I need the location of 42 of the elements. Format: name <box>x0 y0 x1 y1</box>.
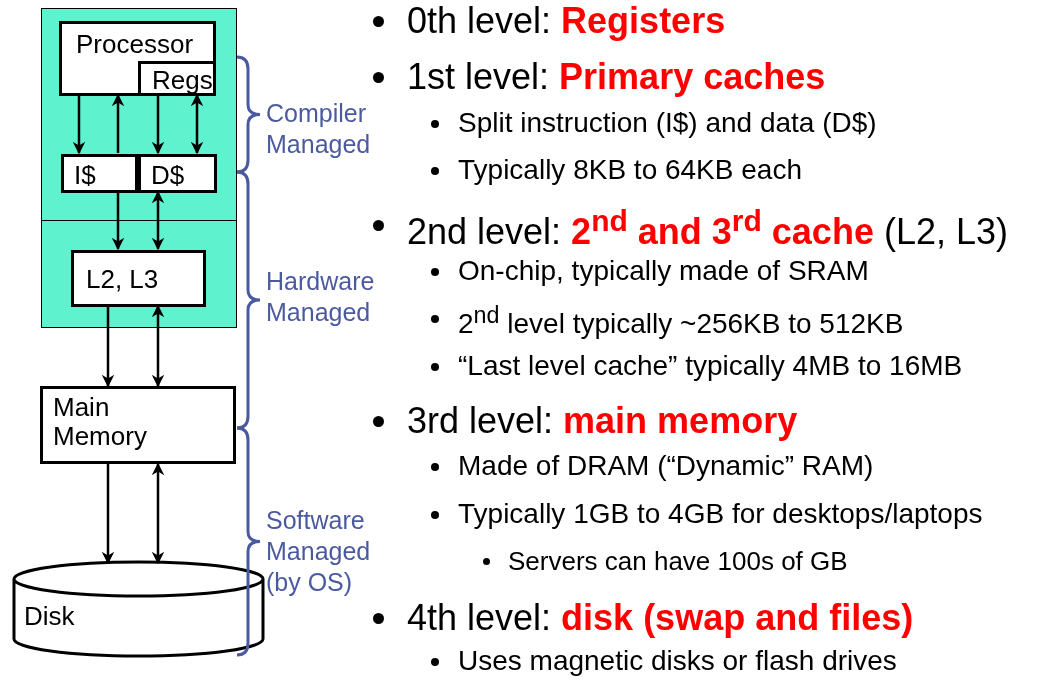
node-label: I$ <box>74 161 96 190</box>
arrow <box>151 95 165 155</box>
arrow <box>101 464 115 565</box>
arrow <box>72 95 86 155</box>
bullet-text: 3rd level: main memory <box>407 400 798 442</box>
bullet-text: Uses magnetic disks or flash drives <box>458 645 897 677</box>
bullet-text: 4th level: disk (swap and files) <box>407 597 914 639</box>
cache-box <box>138 154 217 193</box>
bullet-text: 1st level: Primary caches <box>407 56 826 98</box>
bullet-text: Typically 8KB to 64KB each <box>458 154 802 186</box>
processor-box <box>59 21 216 96</box>
chip-region <box>41 8 237 328</box>
arrow <box>151 190 165 251</box>
arrow <box>111 192 125 251</box>
arrow <box>151 304 165 388</box>
node-label: Processor <box>76 30 194 59</box>
arrow <box>111 93 125 153</box>
bullet-text: “Last level cache” typically 4MB to 16MB <box>458 350 963 382</box>
bullet-text: 2nd level: 2$^{nd}$ and 3$^{rd}$ cache (L2, L3) <box>407 204 1008 253</box>
node-label: Main Memory <box>53 393 148 451</box>
bullet-text: 0th level: Registers <box>407 0 726 42</box>
disk-cylinder <box>12 560 265 658</box>
bracket-label: Software Managed (by OS) <box>266 505 372 598</box>
bullet-text: Made of DRAM (“Dynamic” RAM) <box>458 450 874 482</box>
bullet-text: Typically 1GB to 4GB for desktops/laptops <box>458 498 983 530</box>
bracket-label: Hardware Managed <box>266 266 376 328</box>
arrow <box>101 306 115 388</box>
bullet-text: On-chip, typically made of SRAM <box>458 255 869 287</box>
bullet-text: Split instruction (I$) and data (D$) <box>458 107 877 139</box>
bracket-label: Compiler Managed <box>266 98 372 160</box>
bullet-text: Servers can have 100s of GB <box>508 546 848 577</box>
arrow <box>151 462 165 565</box>
bullet-text: 2$^{nd}$ level typically ~256KB to 512KB <box>458 302 904 341</box>
node-label: Regs <box>152 66 213 95</box>
node-label: Disk <box>24 602 75 631</box>
node-label: D$ <box>151 161 185 190</box>
memory-box <box>40 386 236 464</box>
node-label: L2, L3 <box>86 265 159 294</box>
cache-box <box>61 154 138 193</box>
arrow <box>190 93 204 155</box>
cache-box <box>71 250 206 307</box>
register-box <box>138 61 216 96</box>
